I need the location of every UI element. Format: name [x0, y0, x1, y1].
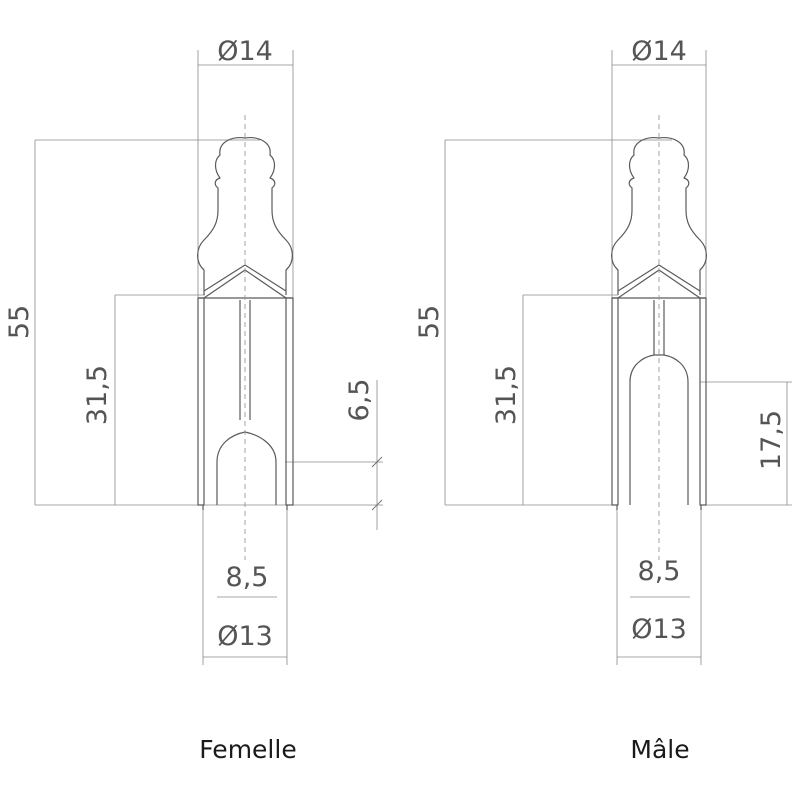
dim-bottom-diameter-femelle: Ø13 [217, 621, 273, 652]
dim-total-height-femelle: 55 [4, 305, 35, 339]
caption-femelle: Femelle [199, 735, 296, 764]
dim-bottom-diameter-male: Ø13 [631, 614, 687, 645]
dim-body-height-femelle: 31,5 [82, 365, 113, 425]
dimension-lines-femelle [34, 50, 383, 665]
dim-top-diameter-femelle: Ø14 [217, 36, 273, 67]
dim-total-height-male: 55 [414, 305, 445, 339]
caption-male: Mâle [630, 735, 689, 764]
dim-pin-diameter-femelle: 8,5 [226, 562, 269, 593]
part-male: Ø14 55 31,5 17,5 8,5 Ø13 Mâle [414, 36, 792, 764]
dim-socket-depth-femelle: 6,5 [344, 379, 375, 422]
dim-pin-diameter-male: 8,5 [638, 556, 681, 587]
dim-body-height-male: 31,5 [491, 365, 522, 425]
dim-top-diameter-male: Ø14 [631, 36, 687, 67]
part-femelle: Ø14 55 31,5 6,5 8,5 Ø13 Femelle [4, 36, 383, 764]
dim-pin-length-male: 17,5 [756, 410, 787, 470]
